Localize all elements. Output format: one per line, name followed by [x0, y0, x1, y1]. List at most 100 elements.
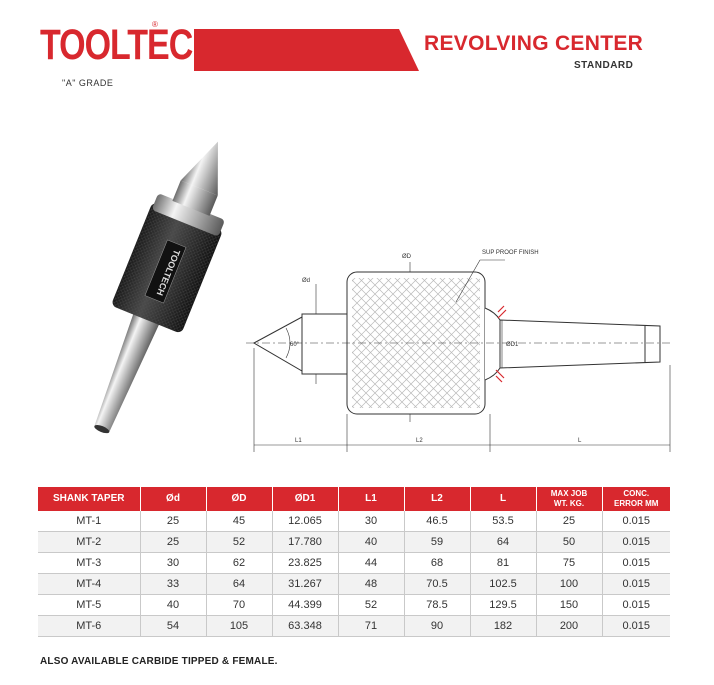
- table-cell: 75: [536, 552, 603, 574]
- table-cell: 102.5: [470, 573, 537, 595]
- table-header-text: SHANK TAPER: [53, 493, 125, 504]
- table-header-text: ØD1: [294, 493, 316, 504]
- table-cell: 70: [206, 594, 273, 616]
- table-cell: 64: [206, 573, 273, 595]
- table-header-text: L: [499, 493, 507, 504]
- table-cell: 40: [338, 531, 405, 553]
- brand-logo: TOOLTECH ® "A" GRADE: [40, 20, 217, 90]
- table-cell: 48: [338, 573, 405, 595]
- table-cell: 0.015: [602, 615, 670, 637]
- table-cell: MT-5: [38, 594, 141, 616]
- table-cell: 23.825: [272, 552, 339, 574]
- brand-name: TOOLTECH: [40, 21, 217, 69]
- table-header-cell: L2: [404, 487, 471, 511]
- header-banner-bar: [194, 29, 419, 71]
- table-cell: 200: [536, 615, 603, 637]
- table-cell: 64: [470, 531, 537, 553]
- table-cell: 25: [140, 511, 207, 532]
- label-L1: L1: [295, 438, 302, 444]
- table-header-cell: SHANK TAPER: [38, 487, 141, 511]
- table-cell: MT-1: [38, 511, 141, 532]
- table-cell: MT-4: [38, 573, 141, 595]
- table-cell: 105: [206, 615, 273, 637]
- table-cell: 17.780: [272, 531, 339, 553]
- table-cell: 100: [536, 573, 603, 595]
- table-cell: 63.348: [272, 615, 339, 637]
- table-cell: MT-2: [38, 531, 141, 553]
- table-header-text: L2: [431, 493, 443, 504]
- table-header-cell: Ød: [140, 487, 207, 511]
- table-cell: 46.5: [404, 511, 471, 532]
- table-cell: 25: [536, 511, 603, 532]
- table-header-text: ERROR MM: [614, 499, 659, 508]
- page-title: REVOLVING CENTER: [424, 32, 644, 55]
- table-cell: 182: [470, 615, 537, 637]
- table-cell: 33: [140, 573, 207, 595]
- table-cell: 50: [536, 531, 603, 553]
- table-cell: 68: [404, 552, 471, 574]
- page-subtitle: STANDARD: [574, 60, 634, 71]
- table-cell: MT-3: [38, 552, 141, 574]
- table-header-cell: CONC.ERROR MM: [602, 487, 670, 511]
- table-header-text: CONC.: [623, 489, 650, 498]
- table-cell: 40: [140, 594, 207, 616]
- table-cell: 0.015: [602, 573, 670, 595]
- table-cell: 30: [338, 511, 405, 532]
- table-cell: MT-6: [38, 615, 141, 637]
- label-finish: SUP PROOF FINISH: [482, 250, 539, 256]
- table-cell: 0.015: [602, 552, 670, 574]
- label-L: L: [578, 438, 582, 444]
- table-cell: 0.015: [602, 531, 670, 553]
- table-cell: 53.5: [470, 511, 537, 532]
- table-cell: 59: [404, 531, 471, 553]
- label-angle: 60°: [290, 342, 300, 348]
- table-header-text: WT. KG.: [553, 499, 585, 508]
- table-cell: 12.065: [272, 511, 339, 532]
- availability-note: ALSO AVAILABLE CARBIDE TIPPED & FEMALE.: [40, 656, 278, 667]
- registered-mark: ®: [152, 20, 158, 29]
- table-header-text: L1: [365, 493, 377, 504]
- table-cell: 52: [206, 531, 273, 553]
- table-cell: 81: [470, 552, 537, 574]
- table-cell: 62: [206, 552, 273, 574]
- table-header-cell: L: [470, 487, 537, 511]
- table-cell: 90: [404, 615, 471, 637]
- table-header-text: Ød: [166, 493, 180, 504]
- table-cell: 44.399: [272, 594, 339, 616]
- table-cell: 0.015: [602, 511, 670, 532]
- table-cell: 70.5: [404, 573, 471, 595]
- product-image: TOOLTECH: [94, 141, 224, 434]
- label-L2: L2: [416, 438, 423, 444]
- table-header-text: MAX JOB: [550, 489, 588, 498]
- table-cell: 45: [206, 511, 273, 532]
- table-cell: 25: [140, 531, 207, 553]
- table-cell: 0.015: [602, 594, 670, 616]
- table-header-text: ØD: [231, 493, 247, 504]
- table-cell: 129.5: [470, 594, 537, 616]
- table-cell: 44: [338, 552, 405, 574]
- technical-drawing: ØD SUP PROOF FINISH Ød 60° ØD1 L1 L2 L: [246, 250, 671, 452]
- table-cell: 71: [338, 615, 405, 637]
- table-cell: 31.267: [272, 573, 339, 595]
- label-dia-D1: ØD1: [506, 342, 519, 348]
- table-cell: 54: [140, 615, 207, 637]
- label-dia-d: Ød: [302, 278, 310, 284]
- label-dia-D: ØD: [402, 254, 412, 260]
- table-header-cell: L1: [338, 487, 405, 511]
- table-cell: 78.5: [404, 594, 471, 616]
- table-cell: 52: [338, 594, 405, 616]
- table-header-cell: ØD1: [272, 487, 339, 511]
- table-cell: 30: [140, 552, 207, 574]
- table-cell: 150: [536, 594, 603, 616]
- table-header-cell: ØD: [206, 487, 273, 511]
